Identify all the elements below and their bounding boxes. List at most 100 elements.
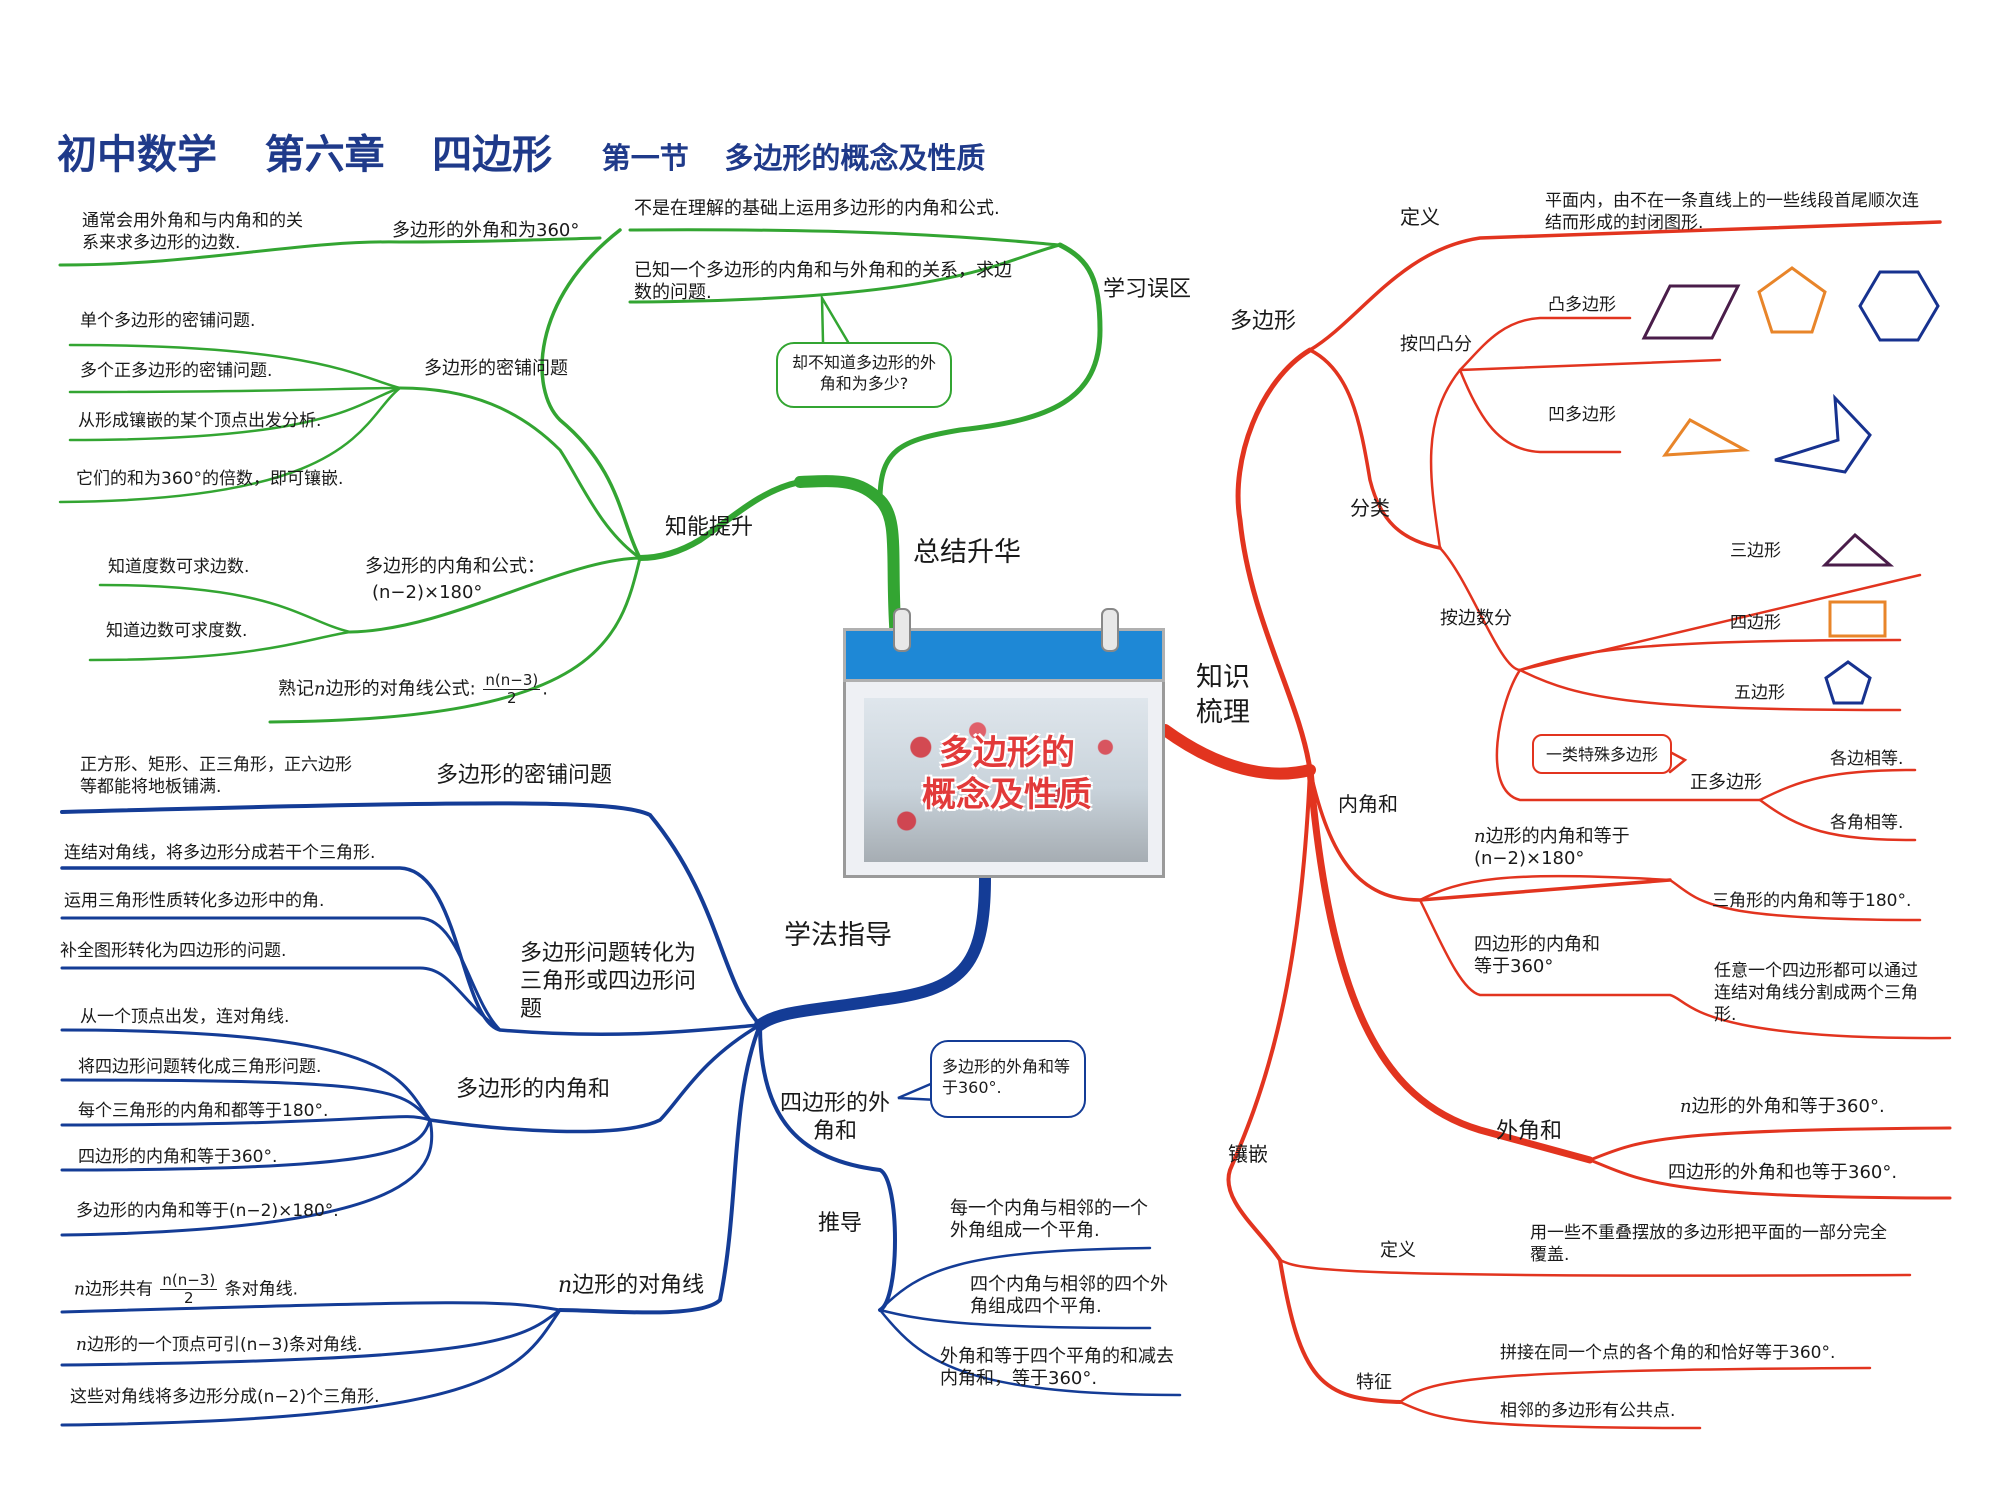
red-nj-1 bbox=[1418, 874, 1922, 922]
blue-dj-1 bbox=[60, 1301, 562, 1314]
red-n-neijiao-text: 边形的内角和等于(n−2)×180° bbox=[1474, 826, 1630, 869]
red-tu-label: 凸多边形 bbox=[1548, 295, 1616, 315]
red-tz-item-2: 相邻的多边形有公共点. bbox=[1500, 1401, 1676, 1421]
green-mipu-label: 多边形的密铺问题 bbox=[424, 358, 568, 379]
green-diag-formula: 熟记n边形的对角线公式: n(n−3)2. bbox=[278, 671, 548, 707]
red-wj-item-1-text: 边形的外角和等于360°. bbox=[1691, 1096, 1885, 1117]
green-nj-2 bbox=[88, 630, 352, 662]
calendar-ring-right bbox=[1101, 608, 1119, 652]
red-xq-tz-2 bbox=[1398, 1400, 1702, 1430]
pentagon-shape bbox=[1757, 266, 1827, 334]
green-diag-fraction: n(n−3)2 bbox=[483, 672, 541, 707]
blue-mipu-label: 多边形的密铺问题 bbox=[436, 763, 613, 788]
green-neijiao-item-1: 知道度数可求边数. bbox=[108, 557, 250, 577]
red-tezheng-label: 特征 bbox=[1356, 1372, 1392, 1393]
green-neijiao-item-2: 知道边数可求度数. bbox=[106, 621, 248, 641]
red-zheng-item-1: 各边相等. bbox=[1830, 749, 1904, 769]
title-section-name: 多边形的概念及性质 bbox=[724, 141, 986, 175]
blue-neijiao-label: 多边形的内角和 bbox=[456, 1077, 611, 1102]
blue-nj-item-1: 从一个顶点出发，连对角线. bbox=[80, 1007, 290, 1027]
green-mipu-4 bbox=[58, 386, 402, 504]
green-loop bbox=[877, 242, 1103, 503]
green-wuqu-2: 已知一个多边形的内角和与外角和的关系，求边数的问题. bbox=[634, 260, 1012, 303]
red-neijiao-label: 内角和 bbox=[1338, 792, 1398, 816]
green-neijiao-label: 多边形的内角和公式： bbox=[365, 556, 545, 577]
green-xuexi-label: 学习误区 bbox=[1103, 277, 1192, 302]
blue-dj-fraction: n(n−3)2 bbox=[160, 1272, 218, 1307]
small-pentagon-shape bbox=[1824, 660, 1872, 705]
red-aotu-1 bbox=[1458, 316, 1632, 372]
red-xq-dingyi-note: 用一些不重叠摆放的多边形把平面的一部分完全覆盖. bbox=[1530, 1223, 1887, 1265]
blue-nj-3 bbox=[60, 1115, 432, 1127]
green-bubble: 却不知道多边形的外角和为多少? bbox=[776, 342, 952, 408]
blue-dj-n2: n bbox=[76, 1335, 87, 1355]
green-neijiao-formula: (n−2)×180° bbox=[372, 582, 483, 603]
red-aotu-label: 按凹凸分 bbox=[1400, 334, 1472, 355]
red-dingyi-label: 定义 bbox=[1400, 205, 1440, 229]
red-duobian bbox=[1308, 220, 1942, 352]
green-diag-pre: 熟记 bbox=[278, 678, 314, 700]
red-bs-3 bbox=[1518, 668, 1902, 712]
red-tz-item-1: 拼接在同一个点的各个角的和恰好等于360°. bbox=[1500, 1343, 1836, 1363]
green-mipu-1 bbox=[68, 343, 402, 390]
green-mipu-2 bbox=[68, 386, 402, 394]
green-mipu-item-1: 单个多边形的密铺问题. bbox=[80, 311, 256, 331]
green-main-label: 总结升华 bbox=[913, 537, 1021, 568]
red-bs-1 bbox=[1438, 546, 1922, 672]
green-mipu-item-4: 它们的和为360°的倍数，即可镶嵌. bbox=[76, 469, 344, 489]
blue-nj-2 bbox=[60, 1078, 432, 1122]
blue-dj-hub bbox=[558, 1023, 762, 1315]
red-zheng-item-2: 各角相等. bbox=[1830, 813, 1904, 833]
blue-td-item-1: 每一个内角与相邻的一个外角组成一个平角. bbox=[950, 1198, 1148, 1241]
center-calendar: 多边形的 概念及性质 bbox=[843, 608, 1165, 878]
red-n-neijiao-n: n bbox=[1474, 826, 1486, 847]
blue-tuidao-label: 推导 bbox=[818, 1211, 863, 1236]
parallelogram-shape bbox=[1641, 284, 1741, 340]
red-up bbox=[1235, 347, 1313, 773]
red-si-neijiao: 四边形的内角和等于360° bbox=[1474, 934, 1600, 977]
title-topic: 四边形 bbox=[432, 132, 553, 178]
red-zheng-label: 正多边形 bbox=[1690, 772, 1762, 793]
green-diag-mid: 边形的对角线公式: bbox=[325, 678, 476, 700]
red-bian-item-3: 五边形 bbox=[1734, 683, 1785, 703]
green-mipu-line bbox=[398, 386, 642, 560]
blue-zh-3 bbox=[60, 966, 502, 1032]
blue-main-label: 学法指导 bbox=[784, 920, 892, 951]
red-xq-dingyi-label: 定义 bbox=[1380, 1240, 1416, 1261]
red-wj-n: n bbox=[1680, 1096, 1692, 1117]
blue-zh-item-2: 运用三角形性质转化多边形中的角. bbox=[64, 891, 325, 911]
blue-zh-2 bbox=[60, 916, 502, 1032]
concave-quad-shape bbox=[1774, 393, 1872, 474]
red-teshu-bubble: 一类特殊多边形 bbox=[1532, 734, 1672, 774]
blue-duijiao-n: n bbox=[558, 1273, 573, 1298]
blue-td-item-2: 四个内角与相邻的四个外角组成四个平角. bbox=[970, 1274, 1168, 1317]
blue-td-1 bbox=[878, 1246, 1152, 1312]
calendar-body: 多边形的 概念及性质 bbox=[843, 682, 1165, 878]
red-neijiao bbox=[1308, 768, 1672, 902]
green-branch-upper bbox=[540, 228, 642, 560]
red-main-label: 知识梳理 bbox=[1196, 662, 1250, 728]
green-mipu-3 bbox=[68, 386, 402, 442]
green-wj360-note: 通常会用外角和与内角和的关系来求多边形的边数. bbox=[82, 211, 303, 253]
blue-bubble-tail bbox=[897, 1078, 942, 1102]
blue-wj-hub bbox=[758, 1023, 897, 1312]
blue-nj-1 bbox=[60, 1028, 432, 1122]
red-xq-dingyi bbox=[1278, 1258, 1912, 1277]
red-xiangqian-label: 镶嵌 bbox=[1228, 1142, 1268, 1166]
blue-mipu-note: 正方形、矩形、正三角形，正六边形等都能将地板铺满. bbox=[80, 755, 352, 797]
red-duobian-label: 多边形 bbox=[1230, 309, 1297, 334]
title-subject: 初中数学 bbox=[57, 132, 217, 178]
blue-nj-item-3: 每个三角形的内角和都等于180°. bbox=[78, 1101, 329, 1121]
red-bianshu-label: 按边数分 bbox=[1440, 608, 1512, 629]
blue-zh-item-1: 连结对角线，将多边形分成若干个三角形. bbox=[64, 843, 376, 863]
blue-dj-item-3: 这些对角线将多边形分成(n−2)个三角形. bbox=[70, 1387, 380, 1407]
green-wuqu-1: 不是在理解的基础上运用多边形的内角和公式. bbox=[634, 198, 1000, 219]
red-zheng bbox=[1495, 668, 1762, 802]
page-title: 初中数学 第六章 四边形 第一节 多边形的概念及性质 bbox=[57, 122, 985, 180]
green-diag-line bbox=[268, 556, 642, 724]
green-zhineng-label: 知能提升 bbox=[665, 515, 754, 540]
green-bubble-tail bbox=[820, 293, 850, 344]
blue-nj-item-4: 四边形的内角和等于360°. bbox=[78, 1147, 278, 1167]
